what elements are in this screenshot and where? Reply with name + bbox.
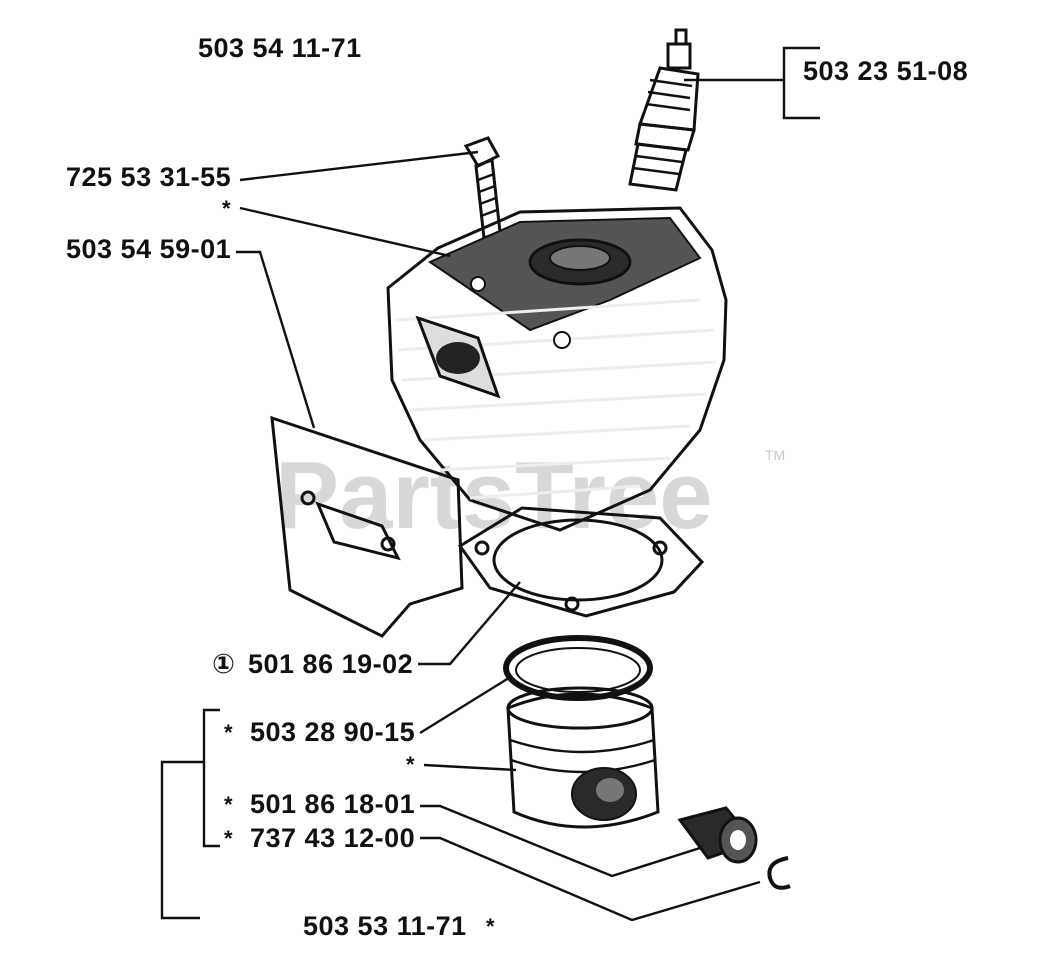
spark-plug-part-number: 503 23 51-08 xyxy=(803,56,968,86)
piston-ring-note-marker: * xyxy=(224,720,233,745)
spark-plug-illustration xyxy=(628,28,700,192)
watermark-trademark: TM xyxy=(765,447,785,463)
piston-pin-illustration xyxy=(677,806,758,864)
piston-illustration xyxy=(506,686,660,829)
screw-part-number: 725 53 31-55 xyxy=(66,162,231,192)
muffler-gasket-illustration xyxy=(270,415,464,638)
piston-pin-note-marker: * xyxy=(224,792,233,817)
piston-kit-note-marker: * xyxy=(486,914,495,939)
piston-kit-part-number: 503 53 11-71 xyxy=(303,911,467,941)
assembly-number-label: 503 54 11-71 xyxy=(198,33,362,63)
cylinder-note-marker: * xyxy=(222,196,231,221)
piston-note-marker: * xyxy=(406,752,415,777)
circlip-part-number: 737 43 12-00 xyxy=(250,823,415,853)
cylinder-illustration xyxy=(386,206,728,532)
base-gasket-symbol: ① xyxy=(212,649,235,679)
base-gasket-part-number: 501 86 19-02 xyxy=(248,649,413,679)
piston-pin-part-number: 501 86 18-01 xyxy=(250,789,415,819)
piston-ring-part-number: 503 28 90-15 xyxy=(250,717,415,747)
base-gasket-illustration xyxy=(457,506,705,618)
circlip-illustration xyxy=(767,856,791,890)
leader-lines xyxy=(160,46,820,922)
circlip-note-marker: * xyxy=(224,826,233,851)
watermark: PartsTree TM xyxy=(275,442,785,549)
muffler-gasket-part-number: 503 54 59-01 xyxy=(66,234,231,264)
piston-ring-illustration xyxy=(503,635,653,701)
